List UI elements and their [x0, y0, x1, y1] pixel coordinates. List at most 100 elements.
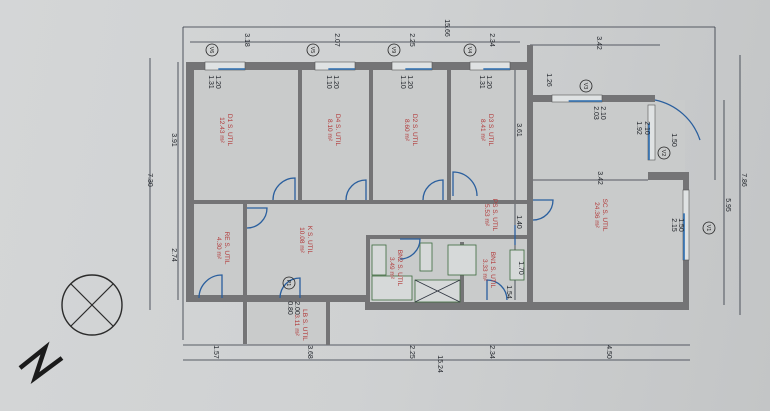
room-area: 10.08 m²: [298, 227, 305, 253]
dimension-label: 0.80: [286, 301, 293, 315]
room-name: RE S. UTIL: [223, 232, 230, 265]
door-swing: [532, 199, 554, 221]
room-area: 8.60 m²: [403, 119, 410, 142]
dimension-label: 1.57: [212, 345, 219, 359]
dimension-label: 1.20: [406, 75, 413, 89]
room-name: D3 S. UTIL: [487, 114, 494, 147]
room-name: K S. UTIL: [306, 226, 313, 255]
door-swing: [198, 274, 223, 299]
room-name: D4 S. UTIL: [334, 114, 341, 147]
dimension-label: 1.54: [505, 285, 512, 299]
room-area: 4.30 m²: [215, 237, 222, 260]
dimension-label: 1.40: [515, 215, 522, 229]
room-name: D2 S. UTIL: [411, 114, 418, 147]
dimension-label: 7.86: [740, 173, 747, 187]
door-swing: [486, 279, 508, 301]
dimension-label: 1.10: [325, 75, 332, 89]
window: [314, 61, 356, 71]
room-name: BN1 S. UTIL: [489, 252, 496, 289]
opening-tag: V1: [705, 225, 711, 232]
dimension-label: 1.20: [214, 75, 221, 89]
opening-tag: V4: [466, 47, 472, 54]
dimension-label: 1.26: [545, 73, 552, 87]
room-name: SC S. UTIL: [601, 199, 608, 232]
room-area: 5.53 m²: [483, 204, 490, 227]
dimension-label: 15.24: [436, 355, 443, 373]
door-swing: [654, 99, 701, 141]
opening-tag-circle: [205, 43, 219, 57]
opening-tag-circle: [579, 79, 593, 93]
dimension-label: 2.74: [170, 248, 177, 262]
door-swing: [399, 238, 421, 260]
door-swing: [345, 179, 367, 201]
opening-tag: V3: [582, 83, 588, 90]
room-area: 12.43 m²: [218, 117, 225, 143]
dimension-label: 3.18: [243, 33, 250, 47]
dimension-label: 1.70: [517, 261, 524, 275]
windows: [204, 61, 690, 261]
dimension-label: 2.07: [333, 33, 340, 47]
dimension-label: 2.03: [592, 106, 599, 120]
dimension-label: 1.20: [485, 75, 492, 89]
dimension-label: 5.95: [724, 198, 731, 212]
dimension-label: 1.50: [670, 133, 677, 147]
window: [469, 61, 511, 71]
room-area: 8.10 m²: [326, 119, 333, 142]
window: [391, 61, 433, 71]
opening-tag-circle: [306, 43, 320, 57]
dimension-label: 3.42: [596, 171, 603, 185]
dimension-label: 1.31: [478, 75, 485, 89]
opening-tag-circle: [463, 43, 477, 57]
room-name: LB S. UTIL: [301, 309, 308, 341]
room-area: 3.11 m²: [293, 314, 300, 336]
opening-tag: V6: [208, 47, 214, 54]
dimension-label: 2.10: [599, 106, 606, 120]
dimension-label: 3.42: [595, 36, 602, 50]
room-area: 24.36 m²: [593, 202, 600, 228]
dimension-label: 2.34: [488, 33, 495, 47]
door-swing: [279, 277, 301, 299]
opening-tag-circle: [387, 43, 401, 57]
room-area: 8.41 m²: [479, 119, 486, 142]
opening-tag-circle: [282, 276, 296, 290]
room-area: 3.33 m²: [481, 259, 488, 282]
dimension-label: 4.50: [605, 345, 612, 359]
room-name: PS S. UTIL: [491, 199, 498, 232]
dimension-label: 1.50: [677, 218, 684, 232]
opening-tag-circle: [657, 146, 671, 160]
dimension-label: 3.61: [515, 123, 522, 137]
opening-tag: V9: [390, 47, 396, 54]
room-area: 3.49 m²: [388, 257, 395, 280]
dimension-label: 3.91: [170, 133, 177, 147]
dimension-label: 2.25: [408, 345, 415, 359]
dimension-lines: [149, 26, 741, 361]
window: [204, 61, 246, 71]
dimension-label: 1.92: [635, 121, 642, 135]
door-swing: [422, 179, 444, 201]
door-swing: [452, 171, 478, 197]
dimension-label: 15.66: [443, 19, 450, 37]
door-swing: [272, 177, 296, 201]
dimension-label: 7.30: [146, 173, 153, 187]
door-swing: [246, 207, 268, 229]
window: [647, 104, 656, 161]
dimension-label: 3.68: [306, 345, 313, 359]
dimension-label: 2.34: [488, 345, 495, 359]
opening-tag: V2: [660, 150, 666, 157]
opening-tag-circle: [702, 221, 716, 235]
doors: [198, 99, 701, 301]
dimension-label: 2.15: [670, 218, 677, 232]
room-name: D1 S. UTIL: [226, 114, 233, 147]
